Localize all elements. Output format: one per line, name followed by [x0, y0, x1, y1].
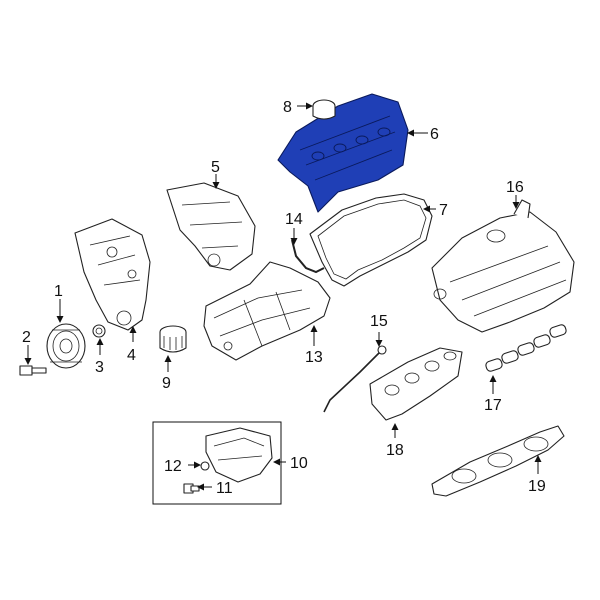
oil-filter [159, 325, 187, 353]
pulley-bolt [19, 365, 47, 376]
callout-13: 13 [305, 349, 323, 366]
callout-18: 18 [386, 442, 404, 459]
callout-3: 3 [95, 359, 104, 376]
front-seal [92, 324, 106, 338]
callout-leaders [24, 102, 542, 491]
callout-14: 14 [285, 211, 303, 228]
valve-cover [277, 93, 409, 213]
upper-timing-cover [166, 182, 256, 271]
callout-10: 10 [290, 455, 308, 472]
callout-4: 4 [127, 347, 136, 364]
callout-9: 9 [162, 375, 171, 392]
callout-7: 7 [439, 202, 448, 219]
callout-11: 11 [216, 480, 233, 497]
breather-tube [291, 239, 325, 274]
callout-15: 15 [370, 313, 388, 330]
crankshaft-pulley [46, 323, 86, 369]
callout-5: 5 [211, 159, 220, 176]
callout-17: 17 [484, 397, 502, 414]
drain-washer [200, 461, 210, 471]
upper-oil-pan [203, 261, 331, 361]
oil-filler-cap [312, 99, 336, 120]
callout-12: 12 [164, 458, 182, 475]
callout-6: 6 [430, 126, 439, 143]
drain-plug [183, 483, 200, 494]
oil-pan-group-box [152, 421, 282, 505]
callout-19: 19 [528, 478, 546, 495]
lower-oil-pan [205, 427, 273, 483]
valve-cover-gasket [309, 193, 433, 287]
intake-manifold [431, 199, 575, 333]
lower-intake-manifold [369, 347, 463, 421]
callout-16: 16 [506, 179, 524, 196]
callout-1: 1 [54, 283, 63, 300]
callout-2: 2 [22, 329, 31, 346]
callout-numbers: 1 2 3 4 5 6 7 8 9 10 11 12 13 14 15 16 1… [22, 99, 546, 497]
callout-8: 8 [283, 99, 292, 116]
intake-gaskets [485, 324, 567, 372]
exhaust-gasket [431, 425, 565, 497]
front-timing-cover [74, 218, 151, 331]
